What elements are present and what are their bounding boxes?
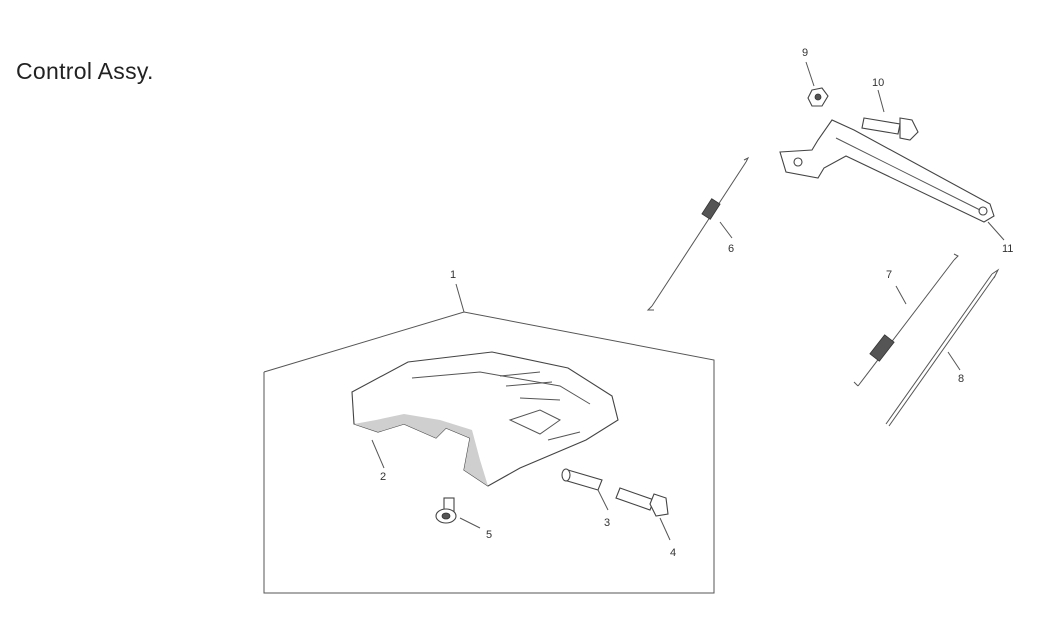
part-rod-8: 8 (885, 268, 1000, 427)
part-spring-rod-6: 6 (646, 156, 750, 311)
part-nut: 9 (802, 47, 829, 107)
callout-8: 8 (958, 373, 964, 385)
part-sleeve: 3 (561, 468, 610, 529)
kit-outline: 1 (263, 269, 715, 594)
part-spring-rod-7: 7 (853, 253, 959, 387)
part-bolt: 4 (615, 487, 676, 559)
part-bolt-10: 10 (861, 77, 919, 141)
callout-4: 4 (670, 547, 676, 559)
diagram-title: Control Assy. (16, 58, 154, 84)
callout-5: 5 (486, 529, 492, 541)
part-lever-bracket: 11 (779, 119, 1013, 255)
callout-7: 7 (886, 269, 892, 281)
callout-9: 9 (802, 47, 808, 59)
callout-3: 3 (604, 517, 610, 529)
part-shoulder-screw: 5 (435, 497, 492, 541)
callout-1: 1 (450, 269, 456, 281)
callout-6: 6 (728, 243, 734, 255)
part-control-housing: 2 (351, 351, 619, 487)
callout-2: 2 (380, 471, 386, 483)
callout-11: 11 (1002, 243, 1013, 255)
callout-10: 10 (872, 77, 884, 89)
